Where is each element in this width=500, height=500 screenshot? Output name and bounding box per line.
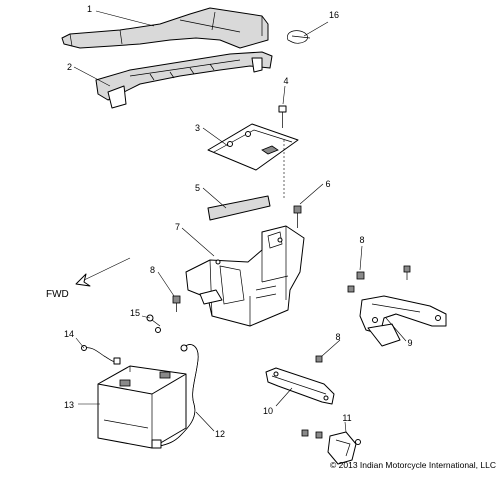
- copyright-text: © 2013 Indian Motorcycle International, …: [330, 460, 496, 470]
- part-16-strap: [287, 30, 311, 44]
- part-1-cover: [61, 7, 269, 49]
- callout-9: 9: [407, 338, 412, 348]
- forward-arrow-icon: [75, 257, 131, 287]
- callout-8-right: 8: [359, 235, 364, 245]
- callout-14: 14: [64, 329, 74, 339]
- leader-lines: [73, 10, 407, 433]
- callouts: 1 2 3 4 5 6 7 8 8 8 9 10 11 12 13 14 15 …: [64, 4, 413, 439]
- part-4-bolt: [278, 105, 287, 128]
- part-2-rail: [95, 51, 273, 109]
- callout-1: 1: [87, 4, 92, 14]
- callout-11: 11: [342, 413, 351, 423]
- part-11-clamp: [301, 429, 361, 465]
- callout-2: 2: [67, 62, 72, 72]
- part-5-pad: [207, 195, 271, 221]
- callout-6: 6: [325, 179, 330, 189]
- callout-8-left: 8: [150, 265, 155, 275]
- callout-4: 4: [283, 76, 288, 86]
- part-3-lid: [207, 123, 299, 200]
- part-7-tray: [185, 225, 305, 327]
- part-6-nut: [293, 205, 302, 228]
- callout-7: 7: [175, 222, 180, 232]
- callout-13: 13: [64, 400, 74, 410]
- fwd-label: FWD: [46, 289, 69, 300]
- part-9-bracket: [359, 295, 447, 347]
- part-12-harness: [151, 344, 199, 449]
- callout-12: 12: [215, 429, 225, 439]
- callout-15: 15: [130, 308, 140, 318]
- callout-8-center: 8: [335, 332, 340, 342]
- callout-16: 16: [329, 10, 339, 20]
- part-8-nut-a: [172, 295, 181, 312]
- part-10-plate: [265, 355, 335, 405]
- callout-5: 5: [195, 183, 200, 193]
- callout-3: 3: [195, 123, 200, 133]
- part-8-nut-b: [347, 265, 411, 293]
- part-14-cable: [81, 345, 121, 365]
- part-13-battery: [97, 365, 187, 449]
- callout-10: 10: [263, 406, 273, 416]
